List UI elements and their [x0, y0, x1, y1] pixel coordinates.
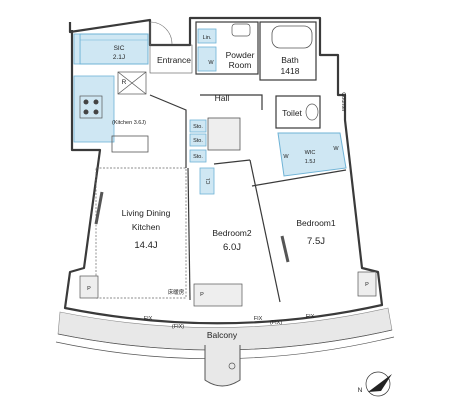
ldk-label-2: Kitchen: [132, 222, 161, 232]
toilet-room: [275, 95, 321, 129]
bath-label: Bath: [281, 55, 299, 65]
sto-closet-3: [189, 149, 207, 163]
bedroom2-size: 6.0J: [223, 242, 241, 253]
washer-space: [197, 46, 217, 72]
ldk-label-1: Living Dining: [122, 208, 171, 218]
entrance-label: Entrance: [157, 55, 191, 65]
fix-label-3: FIX: [254, 316, 263, 322]
bedroom1-ac-icon: [280, 235, 290, 263]
bedroom2-label: Bedroom2: [212, 228, 251, 238]
counter-label: Counter: [340, 92, 346, 112]
bedroom2-closet: [193, 283, 243, 307]
toilet-icon: [305, 103, 319, 121]
sto-label-2: Sto.: [193, 138, 203, 144]
ldk-bedroom2-wall: [187, 167, 191, 301]
lin-label: Lin.: [203, 35, 212, 41]
fix-label-2: (FIX): [172, 324, 184, 330]
toilet-label: Toilet: [282, 108, 302, 118]
bath-room: [259, 21, 317, 81]
compass-n: N: [358, 387, 363, 394]
pipe-space-right: [357, 271, 377, 297]
north-arrow-icon: N: [358, 371, 392, 397]
fix-label-4: (FIX): [270, 320, 282, 326]
floor-heating-label: 床暖房: [168, 288, 185, 296]
ldk-size: 14.4J: [134, 240, 157, 251]
p-center-label: P: [200, 292, 204, 298]
bath-size: 1418: [281, 66, 300, 76]
sic-size: 2.1J: [113, 54, 125, 61]
refrigerator-space: [117, 71, 147, 95]
bedroom1-label: Bedroom1: [296, 218, 335, 228]
floor-heating-zone: [95, 167, 187, 299]
washbasin-icon: [231, 23, 251, 37]
air-conditioner-icon: [94, 191, 104, 225]
wic-closet: [277, 132, 347, 177]
powder-room: [195, 21, 259, 75]
sic-left-closet: [73, 33, 81, 65]
bedroom1-top-wall: [251, 169, 347, 187]
burner-1: [83, 99, 89, 105]
w-wic-left: W: [283, 154, 289, 160]
balcony-label: Balcony: [207, 330, 238, 340]
sic-label: SIC: [114, 45, 125, 52]
burner-3: [83, 109, 89, 115]
pipe-space-left: [79, 275, 99, 299]
cl-label: Cl.: [206, 177, 212, 184]
bedroom1-size: 7.5J: [307, 236, 325, 247]
kitchen-island: [111, 135, 149, 153]
lin-storage: [197, 28, 217, 44]
cl-closet: [199, 167, 215, 195]
sic-storage: [79, 33, 149, 65]
door-swing-icon: [149, 21, 173, 45]
bedroom2-top-wall: [213, 159, 251, 165]
drain-icon: [228, 362, 236, 370]
kitchen-label: (Kitchen 3.6J): [112, 120, 146, 126]
powder-label-1: Powder: [226, 50, 255, 60]
outer-wall: [63, 16, 384, 325]
fix-label-5: FIX: [306, 314, 315, 320]
fix-label-1: FIX: [144, 316, 153, 322]
kitchen-counter: [73, 75, 115, 143]
hall-wall: [149, 94, 263, 168]
wic-label: WIC: [305, 150, 316, 156]
sto-label-3: Sto.: [193, 154, 203, 160]
bathtub-icon: [271, 25, 313, 49]
shaft: [207, 117, 241, 151]
entrance-floor: [149, 44, 193, 74]
burner-2: [93, 99, 99, 105]
bedroom-divider-wall: [249, 159, 281, 303]
balcony-bay: [204, 345, 241, 387]
burner-4: [93, 109, 99, 115]
stove-icon: [79, 95, 103, 119]
wic-size: 1.5J: [305, 159, 316, 165]
refrigerator-cross-2: [117, 71, 147, 95]
powder-label-2: Room: [229, 60, 252, 70]
refrigerator-label: R: [122, 79, 127, 86]
sto-closet-2: [189, 133, 207, 147]
hall-label: Hall: [215, 93, 230, 103]
w-powder-label: W: [208, 60, 214, 66]
sto-closet-1: [189, 119, 207, 133]
w-wic-right: W: [333, 146, 339, 152]
p-left-label: P: [87, 286, 91, 292]
p-right-label: P: [365, 282, 369, 288]
sto-label-1: Sto.: [193, 124, 203, 130]
